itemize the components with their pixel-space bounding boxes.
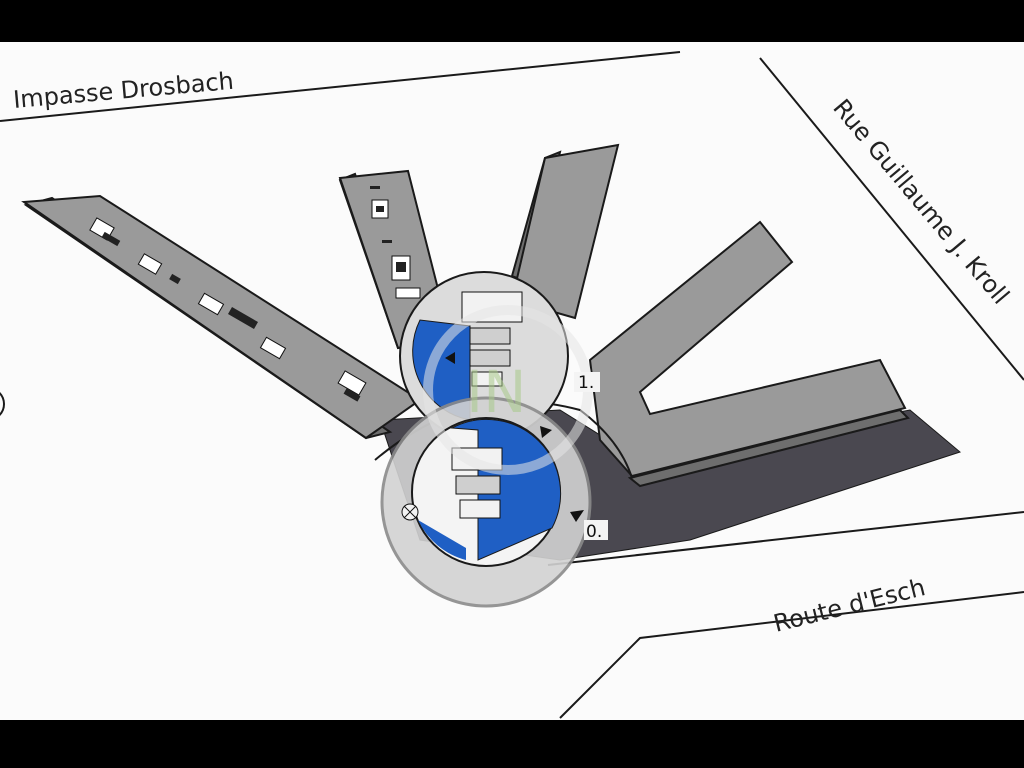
watermark-logo: IN (423, 305, 593, 475)
street-line-route-esch-inner (547, 511, 1024, 566)
floor-label-upper: 1. (578, 373, 594, 393)
building-map[interactable]: IN 1. 0. Impasse Drosbach Rue Guillaume … (0, 42, 1024, 720)
street-line-rue-kroll (759, 57, 1024, 381)
wing-west-rooms (89, 217, 367, 402)
street-line-impasse-drosbach (0, 51, 681, 122)
entrance-arrow-icon (570, 510, 584, 522)
floor-label-bg-upper (574, 372, 600, 392)
street-line-route-esch-outer (559, 591, 1024, 719)
wing-northeast (510, 143, 620, 320)
street-label-route-esch: Route d'Esch (771, 573, 928, 638)
wing-north-rooms (370, 186, 421, 299)
street-label-rue-kroll: Rue Guillaume J. Kroll (827, 94, 1014, 310)
site-plan-svg: IN 1. 0. Impasse Drosbach Rue Guillaume … (0, 51, 1024, 719)
entrance-arrow-icon (540, 426, 552, 438)
svg-text:IN: IN (466, 358, 527, 426)
rotunda-ground (380, 396, 592, 608)
left-edge-control-icon[interactable] (0, 388, 5, 420)
floor-label-ground: 0. (586, 522, 602, 542)
street-label-impasse-drosbach: Impasse Drosbach (12, 67, 235, 114)
wing-east (588, 220, 907, 478)
floor-label-bg-ground (584, 520, 608, 540)
